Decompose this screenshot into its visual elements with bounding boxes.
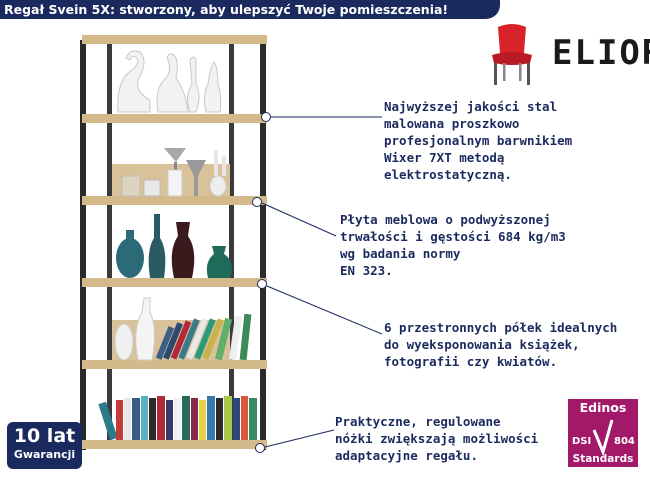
callout-line: 6 przestronnych półek idealnych <box>384 320 618 335</box>
callout-line: trwałości i gęstości 684 kg/m3 <box>340 229 566 244</box>
callout-line: Wixer 7XT metodą <box>384 150 505 165</box>
callout-board: Płyta meblowa o podwyższonej trwałości i… <box>340 211 566 279</box>
warranty-badge: 10 lat Gwarancji <box>7 422 82 469</box>
warranty-label: Gwarancji <box>13 448 76 461</box>
shelf-boards <box>82 35 267 449</box>
callout-steel: Najwyższej jakości stal malowana proszko… <box>384 98 572 183</box>
callout-line: Płyta meblowa o podwyższonej <box>340 212 551 227</box>
brand-name: ELIOR <box>552 33 650 73</box>
page-banner: Regał Svein 5X: stworzony, aby ulepszyć … <box>0 0 500 19</box>
certificate-name: Edinos <box>579 400 627 415</box>
callout-line: elektrostatyczną. <box>384 167 512 182</box>
warranty-years: 10 lat <box>13 425 76 447</box>
checkmark-icon <box>592 419 614 456</box>
books-lower <box>98 396 257 441</box>
callout-line: EN 323. <box>340 263 393 278</box>
callout-line: fotografii czy kwiatów. <box>384 354 558 369</box>
callout-line: Praktyczne, regulowane <box>335 414 501 429</box>
certificate-badge: Edinos DSI 804 Standards <box>568 399 638 467</box>
callout-lines <box>252 112 383 453</box>
callout-shelves: 6 przestronnych półek idealnych do wyeks… <box>384 319 617 370</box>
callout-line: do wyeksponowania książek, <box>384 337 580 352</box>
callout-line: Najwyższej jakości stal <box>384 99 558 114</box>
books-upper <box>114 297 252 361</box>
certificate-left-text: DSI <box>572 436 592 447</box>
chair-icon <box>492 24 532 85</box>
certificate-label: Standards <box>572 453 634 465</box>
callout-line: wg badania normy <box>340 246 461 261</box>
brand-logo <box>492 24 532 85</box>
white-figurines <box>117 50 222 113</box>
front-post-left <box>80 40 86 450</box>
callout-line: malowana proszkowo <box>384 116 520 131</box>
callout-line: adaptacyjne regału. <box>335 448 478 463</box>
glass-vases <box>116 214 232 278</box>
front-post-right <box>260 40 266 450</box>
certificate-number: 804 <box>614 436 635 447</box>
decor-items <box>121 148 227 197</box>
back-post-left <box>107 38 112 443</box>
callout-line: profesjonalnym barwnikiem <box>384 133 573 148</box>
callout-line: nóżki zwiększają możliwości <box>335 431 539 446</box>
callout-feet: Praktyczne, regulowane nóżki zwiększają … <box>335 413 538 464</box>
back-post-right <box>229 38 234 443</box>
